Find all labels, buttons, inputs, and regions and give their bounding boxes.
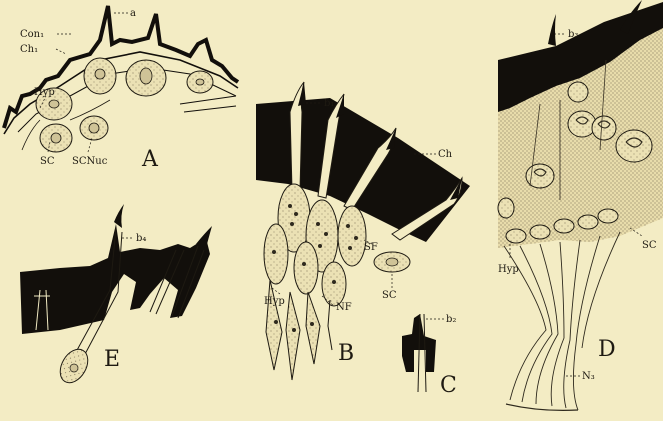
label-b-sc: SC [382, 290, 397, 301]
label-b-sf: SF [364, 242, 378, 253]
panel-a: a Con₁ Ch₁ Hyp SC SCNuc A [4, 6, 238, 172]
panel-d: b₃ SC Hyp N₃ D [498, 0, 663, 410]
label-a-ch: Ch₁ [20, 44, 38, 55]
panel-a-cells [22, 58, 213, 152]
label-a-sc: SC [40, 156, 55, 167]
label-a-a: a [130, 8, 136, 19]
panel-letter-c: C [440, 373, 457, 398]
panel-letter-e: E [104, 347, 120, 372]
label-b-b1: b₁ [324, 98, 334, 109]
panel-d-nerve [504, 232, 620, 410]
panel-c: b₂ C [402, 314, 457, 398]
label-d-n: N₃ [582, 371, 595, 382]
label-d-hyp: Hyp [498, 264, 519, 275]
label-a-con: Con₁ [20, 29, 44, 40]
label-b-nf: NF [336, 302, 352, 313]
label-b-hyp: Hyp [264, 296, 285, 307]
label-e-b4: b₄ [136, 233, 146, 244]
label-c-b2: b₂ [446, 314, 456, 325]
panel-e: b₄ E [20, 204, 212, 388]
panel-letter-a: A [141, 147, 159, 172]
label-b-ch: Ch [438, 149, 453, 160]
label-d-b3: b₃ [568, 29, 578, 40]
label-a-scnuc: SCNuc [72, 156, 108, 167]
panel-a-cuticle [4, 6, 238, 134]
panel-letter-d: D [598, 337, 616, 362]
label-d-sc: SC [642, 240, 657, 251]
panel-letter-b: B [338, 341, 354, 366]
label-a-hyp: Hyp [34, 87, 55, 98]
panel-b: b₁ Ch SF SC Hyp NF B [256, 82, 470, 380]
